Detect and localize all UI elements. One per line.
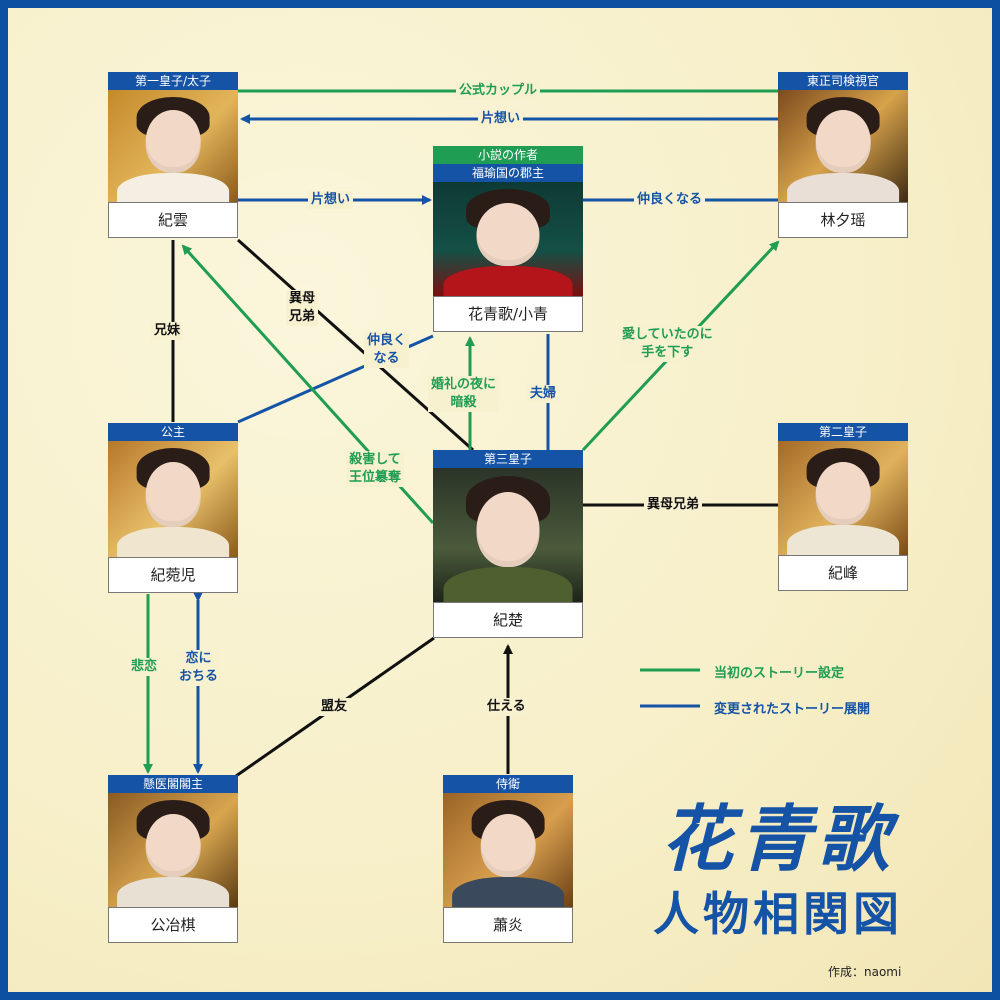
name-label: 紀峰 (778, 555, 908, 591)
card-ji-feng: 第二皇子 紀峰 (778, 423, 908, 591)
role-badge: 懸医閣閣主 (108, 775, 238, 793)
label-get-along-2: 仲良くなる (364, 332, 410, 368)
name-label: 紀雲 (108, 202, 238, 238)
label-half-brothers-1: 異母兄弟 (286, 290, 319, 326)
relationship-lines (143, 89, 780, 778)
label-unrequited-2: 片想い (308, 191, 354, 209)
chart-title: 花青歌 (660, 796, 895, 881)
legend-changed-label: 変更されたストーリー展開 (714, 702, 871, 717)
line-half-brothers-1 (237, 238, 474, 452)
portrait-gong-yeqi (108, 793, 238, 907)
label-half-brothers-2: 異母兄弟 (644, 496, 703, 514)
label-alliance: 盟友 (318, 698, 351, 716)
role-badge: 福瑜国の郡主 (433, 164, 583, 182)
portrait-hua-qingge (433, 182, 583, 296)
card-ji-yun: 第一皇子/太子 紀雲 (108, 72, 238, 238)
label-unrequited-1: 片想い (478, 110, 524, 128)
label-tragic-love: 悲恋 (128, 658, 161, 676)
role-badge: 第二皇子 (778, 423, 908, 441)
role-badge-author: 小説の作者 (433, 146, 583, 164)
role-badge: 東正司検視官 (778, 72, 908, 90)
label-married: 夫婦 (527, 385, 560, 403)
legend-original-label: 当初のストーリー設定 (714, 666, 845, 681)
name-label: 蕭炎 (443, 907, 573, 943)
card-lin-xiyao: 東正司検視官 林夕瑶 (778, 72, 908, 238)
role-badge: 第一皇子/太子 (108, 72, 238, 90)
role-badge: 公主 (108, 423, 238, 441)
name-label: 林夕瑶 (778, 202, 908, 238)
label-serve: 仕える (484, 698, 529, 716)
card-ji-chu: 第三皇子 紀楚 (433, 450, 583, 638)
label-usurp: 殺害して王位簒奪 (346, 451, 405, 487)
label-loved: 愛していたのに手を下す (619, 326, 716, 362)
card-gong-yeqi: 懸医閣閣主 公冶棋 (108, 775, 238, 943)
name-label: 花青歌/小青 (433, 296, 583, 332)
role-badge: 第三皇子 (433, 450, 583, 468)
portrait-gongzhu (108, 441, 238, 557)
chart-subtitle: 人物相関図 (653, 887, 903, 941)
label-get-along-1: 仲良くなる (634, 191, 706, 209)
label-siblings: 兄妹 (151, 322, 184, 340)
role-badge: 侍衛 (443, 775, 573, 793)
label-fall-in-love: 恋におちる (176, 650, 222, 686)
portrait-ji-chu (433, 468, 583, 602)
name-label: 紀楚 (433, 602, 583, 638)
card-gongzhu: 公主 紀菀児 (108, 423, 238, 593)
name-label: 紀菀児 (108, 557, 238, 593)
card-hua-qingge: 小説の作者 福瑜国の郡主 花青歌/小青 (433, 146, 583, 332)
portrait-xiao-yan (443, 793, 573, 907)
card-xiao-yan: 侍衛 蕭炎 (443, 775, 573, 943)
label-wedding-night: 婚礼の夜に暗殺 (428, 376, 500, 412)
portrait-ji-yun (108, 90, 238, 202)
portrait-ji-feng (778, 441, 908, 555)
name-label: 公冶棋 (108, 907, 238, 943)
portrait-lin-xiyao (778, 90, 908, 202)
credit-text: 作成：naomi (828, 965, 902, 979)
label-official-couple: 公式カップル (456, 82, 541, 100)
